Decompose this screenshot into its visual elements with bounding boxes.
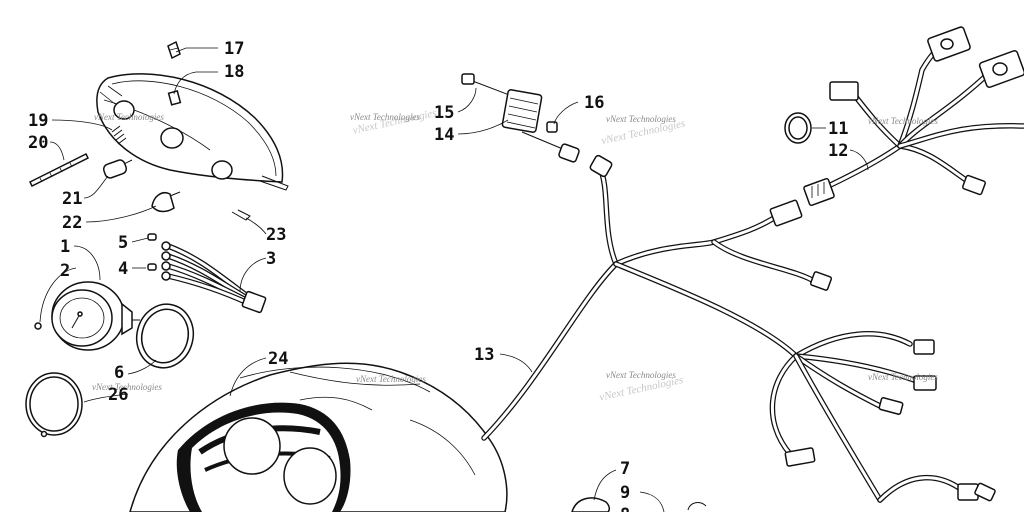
callout-14: 14: [434, 125, 454, 145]
watermark-text: vNext Technologies: [868, 116, 938, 126]
callout-18: 18: [224, 62, 244, 82]
dash-panel: [129, 362, 508, 512]
callout-20: 20: [28, 133, 48, 153]
bulb-part: [151, 191, 181, 213]
callout-3: 3: [266, 249, 276, 269]
callout-labels: 17 18 19 20 21 22 23 1 2 5 4 3 6 26 24 1…: [28, 39, 848, 512]
callout-12: 12: [828, 141, 848, 161]
callout-24: 24: [268, 349, 288, 369]
callout-15: 15: [434, 103, 454, 123]
callout-1: 1: [60, 237, 70, 257]
grommet-ring: [784, 112, 812, 144]
callout-23: 23: [266, 225, 286, 245]
callout-21: 21: [62, 189, 82, 209]
adjusting-screw-part: [28, 152, 90, 188]
watermark-text: vNext Technologies: [606, 114, 676, 124]
callout-17: 17: [224, 39, 244, 59]
gauge-lens-ring: [25, 372, 83, 438]
callout-26: 26: [108, 385, 128, 405]
watermark-text: vNext Technologies: [868, 372, 938, 382]
watermark-text: vNext Technologies: [92, 382, 162, 392]
gauge-pigtail-harness: [147, 233, 267, 314]
callout-5: 5: [118, 233, 128, 253]
spring-part: [111, 125, 127, 145]
watermark-text: vNext Technologies: [606, 370, 676, 380]
relay-module: [461, 73, 580, 163]
bulb-socket-part: [102, 159, 133, 179]
callout-4: 4: [118, 259, 128, 279]
callout-16: 16: [584, 93, 604, 113]
callout-8: 8: [620, 505, 630, 512]
callout-2: 2: [60, 261, 70, 281]
bezel-ring: [135, 303, 195, 369]
callout-19: 19: [28, 111, 48, 131]
harness-connectors: [589, 26, 1024, 502]
watermark-text: vNext Technologies: [350, 112, 420, 122]
callout-7: 7: [620, 459, 630, 479]
bottom-parts: [571, 497, 707, 512]
retaining-clip-part: [231, 209, 251, 221]
clip-part: [167, 40, 181, 60]
callout-11: 11: [828, 119, 848, 139]
watermark-text: vNext Technologies: [356, 374, 426, 384]
watermark-text: vNext Technologies: [94, 112, 164, 122]
callout-6: 6: [114, 363, 124, 383]
leader-lines: [39, 47, 869, 512]
main-wiring-harness: [481, 41, 1024, 503]
callout-9: 9: [620, 483, 630, 503]
speedometer-gauge: [34, 281, 140, 351]
callout-13: 13: [474, 345, 494, 365]
callout-22: 22: [62, 213, 82, 233]
headlight-assembly: [96, 73, 289, 191]
